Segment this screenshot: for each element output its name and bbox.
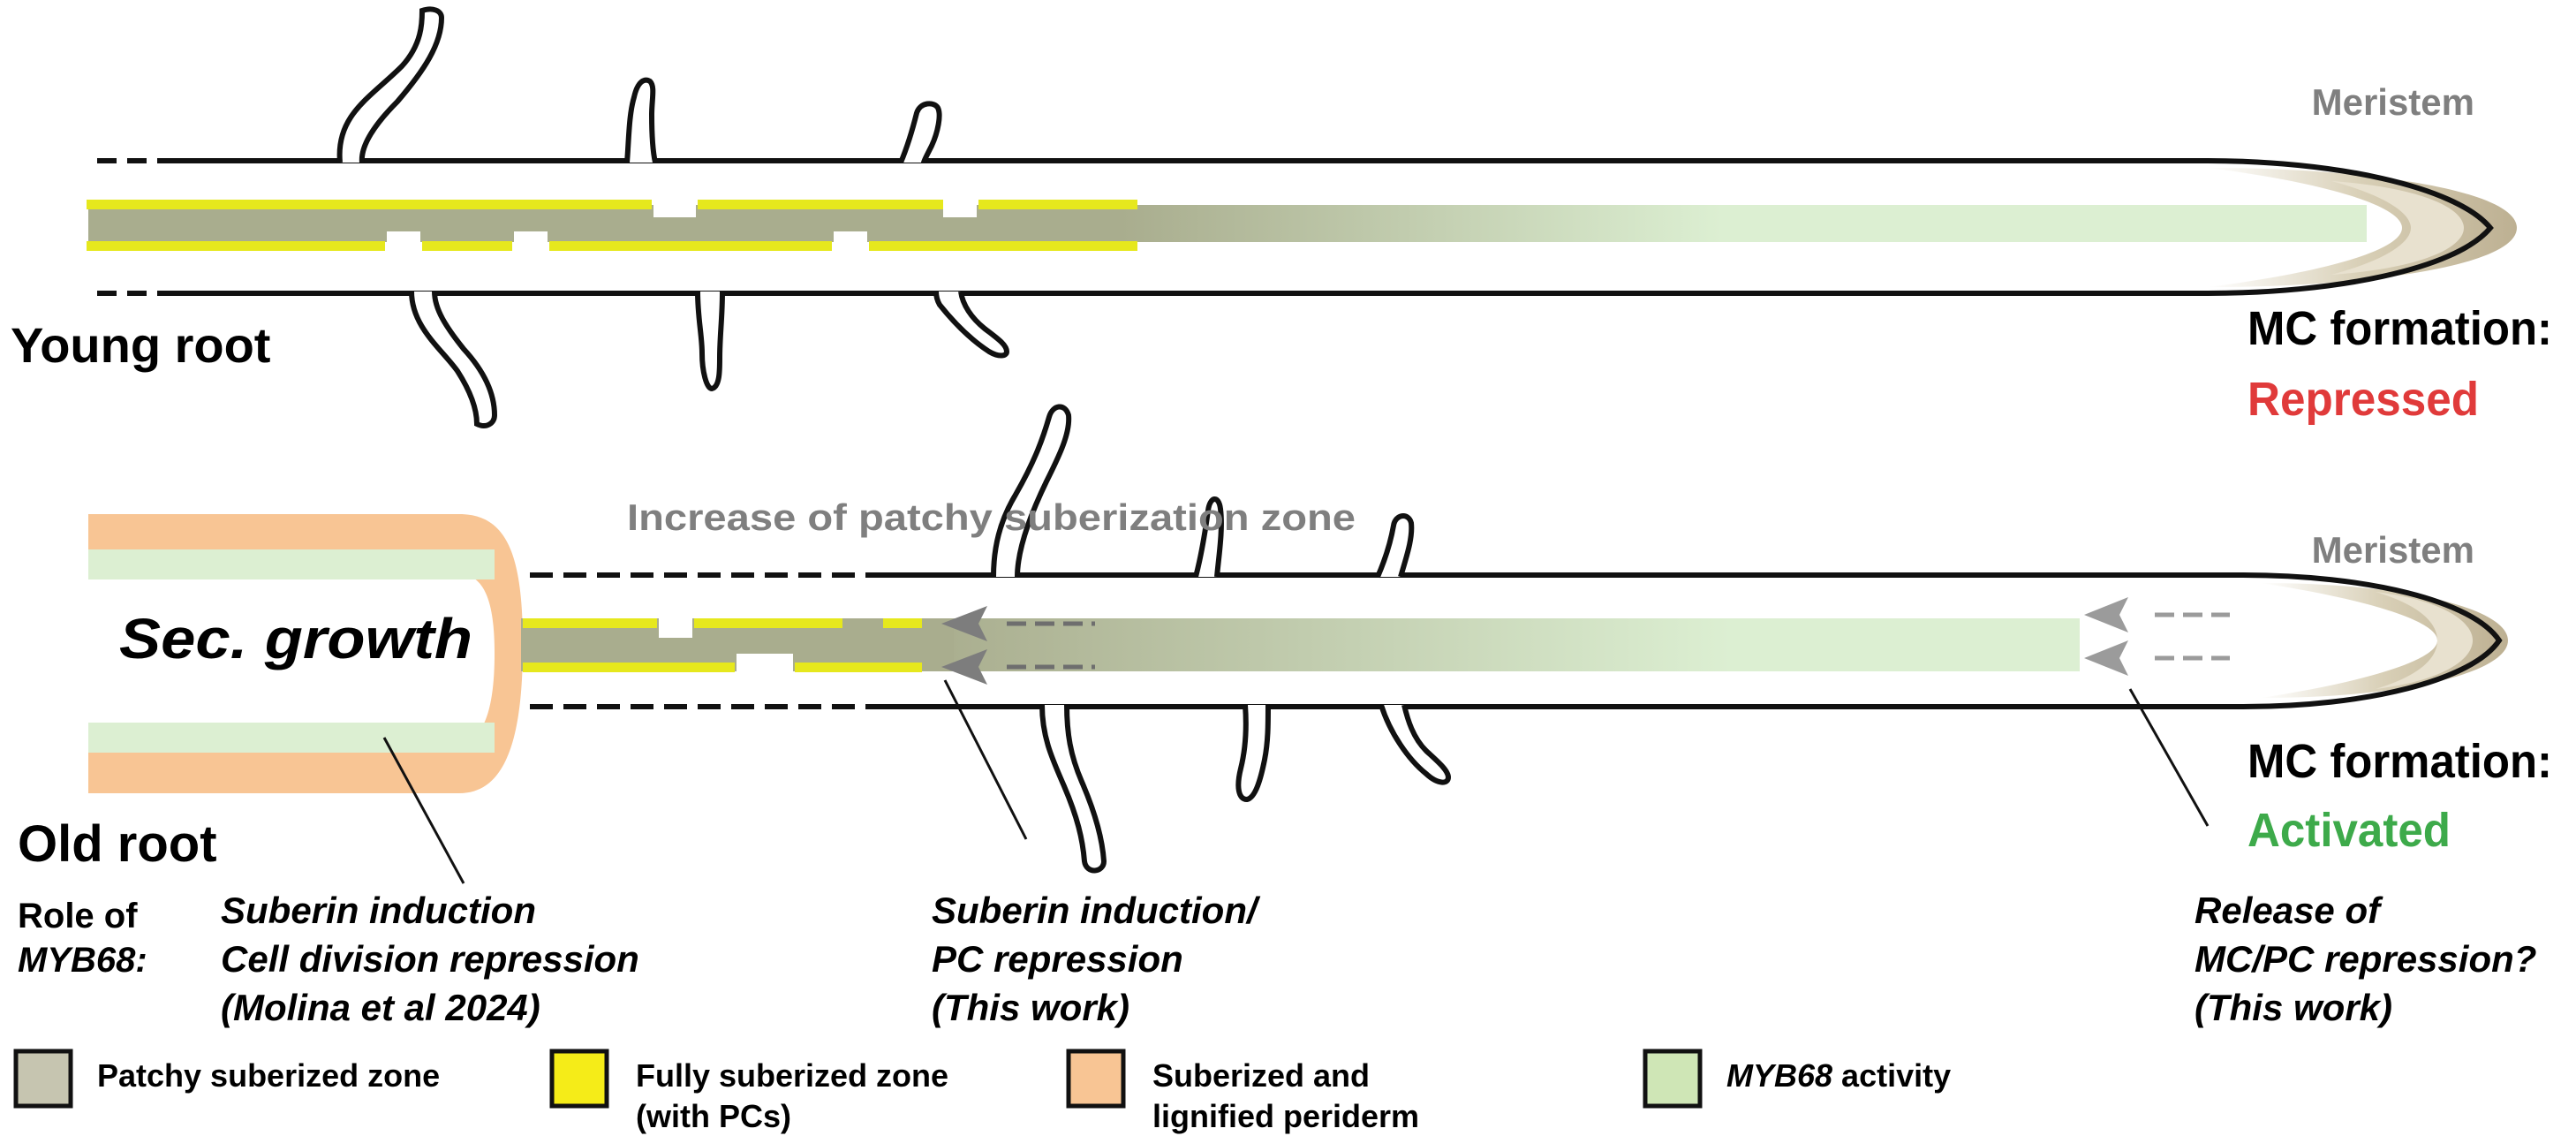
young-root-hairs-bottom [409,291,1010,428]
legend-item-fully-suberized: Fully suberized zone (with PCs) [549,1049,948,1134]
old-mc-status: Activated [2247,804,2451,857]
young-meristem-label: Meristem [2312,81,2474,123]
legend: Patchy suberized zone Fully suberized zo… [13,1049,1951,1134]
legend-label-periderm-2: lignified periderm [1152,1098,1419,1134]
role-col2-line2: PC repression [932,938,1183,980]
old-root-hairs-bottom [1039,704,1452,874]
role-col3-line3: (This work) [2195,987,2392,1028]
role-col1-line3: (Molina et al 2024) [221,987,540,1028]
legend-swatch-fully-suberized [549,1049,609,1109]
legend-label-fully-suberized-2: (with PCs) [636,1098,791,1134]
legend-item-patchy: Patchy suberized zone [13,1049,440,1109]
old-pointer-line-periderm [382,737,465,884]
old-pointer-line-meristem [2128,688,2210,827]
old-pointer-line-patchy [943,679,1028,840]
old-root-green-bottom [88,723,495,753]
young-root-diagram [87,6,2517,428]
young-mc-status: Repressed [2247,373,2479,426]
old-mc-formation-label: MC formation: [2247,735,2552,788]
old-leftward-arrows-right [2084,597,2230,676]
old-root-outline [874,572,2503,709]
young-root-outline [177,158,2494,296]
role-col2-line3: (This work) [932,987,1129,1028]
old-yellow-bands-bottom [523,663,922,672]
old-root-sec-growth-interior [88,574,495,742]
legend-item-periderm: Suberized and lignified periderm [1066,1049,1419,1134]
old-leftward-arrows-left [941,606,1095,685]
increase-patchy-suberization-label: Increase of patchy suberization zone [627,496,1356,538]
role-header-line1: Role of [18,897,138,935]
young-yellow-bands-bottom [87,241,1137,251]
legend-label-patchy: Patchy suberized zone [97,1057,440,1094]
young-pc-gaps-bottom [387,231,867,251]
legend-swatch-patchy [13,1049,73,1109]
old-root-cap-inner [2376,592,2473,689]
legend-label-myb68-italic: MYB68 [1726,1057,1832,1094]
legend-label-myb68-rest: activity [1832,1057,1951,1094]
old-root-diagram [88,404,2508,884]
role-col3-line2: MC/PC repression? [2195,938,2536,980]
old-root-green-top [88,549,495,579]
role-header-line2: MYB68: [18,941,147,980]
old-yellow-bands-top [523,618,922,628]
legend-label-myb68: MYB68 activity [1726,1057,1951,1094]
role-col1-line2: Cell division repression [221,938,639,980]
legend-label-fully-suberized-1: Fully suberized zone [636,1057,948,1094]
legend-item-myb68: MYB68 activity [1643,1049,1951,1109]
legend-label-periderm-1: Suberized and [1152,1057,1370,1094]
young-mc-formation-label: MC formation: [2247,302,2552,355]
role-col1-line1: Suberin induction [221,890,536,931]
young-pc-gaps-top [653,200,977,217]
old-root-title: Old root [18,815,217,873]
old-meristem-label: Meristem [2312,529,2474,571]
young-myb68-activity-zone [88,205,2367,242]
sec-growth-label: Sec. growth [119,607,472,670]
role-col3-line1: Release of [2195,890,2383,931]
legend-swatch-myb68 [1643,1049,1703,1109]
role-col2-line1: Suberin induction/ [932,890,1261,931]
role-of-myb68-section: Role of MYB68: Suberin induction Cell di… [18,890,2536,1028]
old-patchy-zone-start [918,618,954,671]
young-root-hairs-top [336,6,942,164]
young-root-title: Young root [11,317,270,373]
young-yellow-bands-top [87,200,1137,209]
old-pc-gaps [659,618,793,672]
old-root-hairs-top [991,404,1415,579]
young-root-cap-inner [2331,181,2464,275]
legend-swatch-periderm [1066,1049,1126,1109]
